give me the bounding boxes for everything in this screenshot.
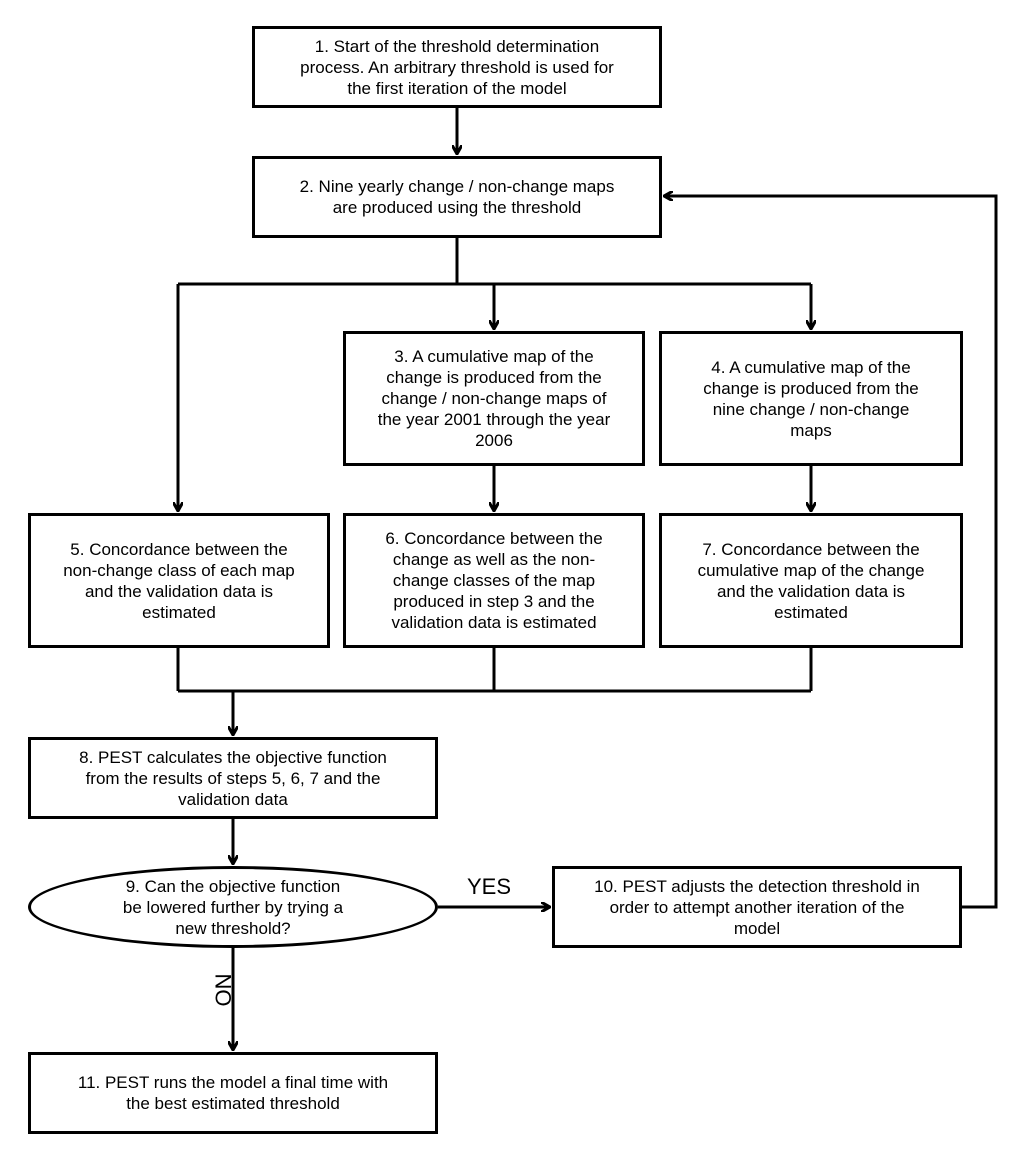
step-2-box: 2. Nine yearly change / non-change maps … xyxy=(252,156,662,238)
step-10-box: 10. PEST adjusts the detection threshold… xyxy=(552,866,962,948)
step-11-box: 11. PEST runs the model a final time wit… xyxy=(28,1052,438,1134)
step-3-box: 3. A cumulative map of the change is pro… xyxy=(343,331,645,466)
step-8-box: 8. PEST calculates the objective functio… xyxy=(28,737,438,819)
step-4-box: 4. A cumulative map of the change is pro… xyxy=(659,331,963,466)
step-5-box: 5. Concordance between the non-change cl… xyxy=(28,513,330,648)
step-6-box: 6. Concordance between the change as wel… xyxy=(343,513,645,648)
loop-10-to-2 xyxy=(665,196,998,909)
no-label: NO xyxy=(210,973,236,1007)
yes-label: YES xyxy=(467,874,512,899)
decision-9-oval: 9. Can the objective function be lowered… xyxy=(28,866,438,948)
step-7-box: 7. Concordance between the cumulative ma… xyxy=(659,513,963,648)
step-1-box: 1. Start of the threshold determination … xyxy=(252,26,662,108)
